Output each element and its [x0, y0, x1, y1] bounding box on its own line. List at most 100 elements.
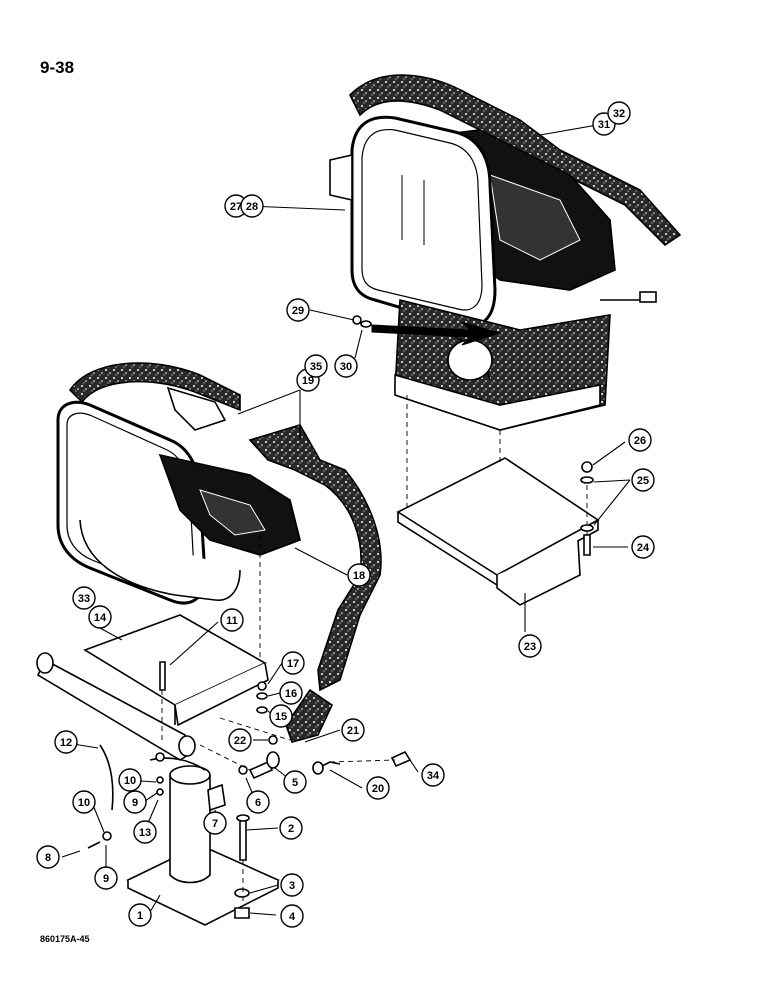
callout-number: 20 [372, 783, 384, 795]
callout-circle [128, 903, 152, 927]
callout-number: 6 [255, 797, 261, 809]
callout-labels: 1234567899101011121314151617181920212223… [36, 101, 655, 928]
callout-c11: 11 [220, 608, 244, 632]
callout-number: 21 [347, 725, 359, 737]
callout-number: 3 [289, 880, 295, 892]
upper-seat-assembly [329, 74, 682, 606]
callout-circle [283, 770, 307, 794]
callout-number: 1 [137, 910, 143, 922]
callout-number: 30 [340, 361, 352, 373]
callout-number: 12 [60, 737, 72, 749]
callout-circle [220, 608, 244, 632]
callout-c21: 21 [341, 718, 365, 742]
callout-circle [334, 354, 358, 378]
callout-number: 29 [292, 305, 304, 317]
callout-c18: 18 [347, 563, 371, 587]
callout-circle [133, 820, 157, 844]
callout-circle [421, 763, 445, 787]
callout-number: 7 [212, 818, 218, 830]
callout-c15: 15 [269, 704, 293, 728]
callout-number: 8 [45, 852, 51, 864]
page-number: 9-38 [40, 58, 75, 77]
callout-number: 13 [139, 827, 151, 839]
callout-number: 23 [524, 641, 536, 653]
callout-c9a: 9 [123, 790, 147, 814]
callout-number: 31 [598, 119, 610, 131]
callout-circle [240, 194, 264, 218]
callout-number: 24 [637, 542, 650, 554]
lower-seat-belt-left [68, 362, 241, 412]
callout-circle [628, 428, 652, 452]
callout-circle [631, 468, 655, 492]
callout-c3: 3 [280, 873, 304, 897]
callout-number: 9 [103, 873, 109, 885]
callout-number: 15 [275, 711, 287, 723]
callout-c29: 29 [286, 298, 310, 322]
upper-seat-belt [349, 74, 682, 247]
callout-c10b: 10 [72, 790, 96, 814]
callout-number: 10 [78, 797, 90, 809]
callout-number: 10 [124, 775, 136, 787]
callout-circle [347, 563, 371, 587]
callout-circle [518, 634, 542, 658]
callout-c17: 17 [281, 651, 305, 675]
callout-c20: 20 [366, 776, 390, 800]
callout-c35: 35 [304, 354, 328, 378]
callout-c22: 22 [228, 728, 252, 752]
callout-c27: 27 [224, 194, 248, 218]
callout-circle [304, 354, 328, 378]
callout-circle [366, 776, 390, 800]
callout-circle [341, 718, 365, 742]
callout-number: 25 [637, 475, 649, 487]
callout-number: 34 [427, 770, 440, 782]
callout-number: 26 [634, 435, 646, 447]
callout-c28: 28 [240, 194, 264, 218]
callout-number: 2 [288, 823, 294, 835]
callout-circle [123, 790, 147, 814]
callout-circle [228, 728, 252, 752]
callout-c24: 24 [631, 535, 655, 559]
callout-circle [246, 790, 270, 814]
callout-c10a: 10 [118, 768, 142, 792]
callout-c6: 6 [246, 790, 270, 814]
callout-circle [269, 704, 293, 728]
callout-c14: 14 [88, 605, 112, 629]
callout-number: 16 [285, 688, 297, 700]
callout-c30: 30 [334, 354, 358, 378]
callout-circle [72, 790, 96, 814]
callout-number: 11 [226, 615, 238, 627]
callout-number: 33 [78, 593, 90, 605]
callout-c9b: 9 [94, 866, 118, 890]
callout-circle [94, 866, 118, 890]
callout-c2: 2 [279, 816, 303, 840]
figure-code: 860175A-45 [40, 934, 90, 944]
callout-circle [280, 904, 304, 928]
callout-number: 9 [132, 797, 138, 809]
callout-circle [631, 535, 655, 559]
callout-number: 27 [230, 201, 242, 213]
callout-c1: 1 [128, 903, 152, 927]
callout-c13: 13 [133, 820, 157, 844]
callout-number: 35 [310, 361, 322, 373]
callout-circle [286, 298, 310, 322]
lower-seat-belt-strap [248, 424, 382, 692]
callout-c34: 34 [421, 763, 445, 787]
callout-number: 18 [353, 570, 365, 582]
callout-c25: 25 [631, 468, 655, 492]
callout-number: 5 [292, 777, 298, 789]
callout-number: 28 [246, 201, 258, 213]
callout-circle [607, 101, 631, 125]
callout-number: 4 [289, 911, 296, 923]
callout-circle [118, 768, 142, 792]
callout-circle [281, 651, 305, 675]
assembly-arrow [371, 321, 502, 346]
callout-c4: 4 [280, 904, 304, 928]
callout-circle [279, 681, 303, 705]
callout-c23: 23 [518, 634, 542, 658]
callout-c16: 16 [279, 681, 303, 705]
callout-circle [279, 816, 303, 840]
callout-circle [280, 873, 304, 897]
callout-number: 22 [234, 735, 246, 747]
callout-c12: 12 [54, 730, 78, 754]
